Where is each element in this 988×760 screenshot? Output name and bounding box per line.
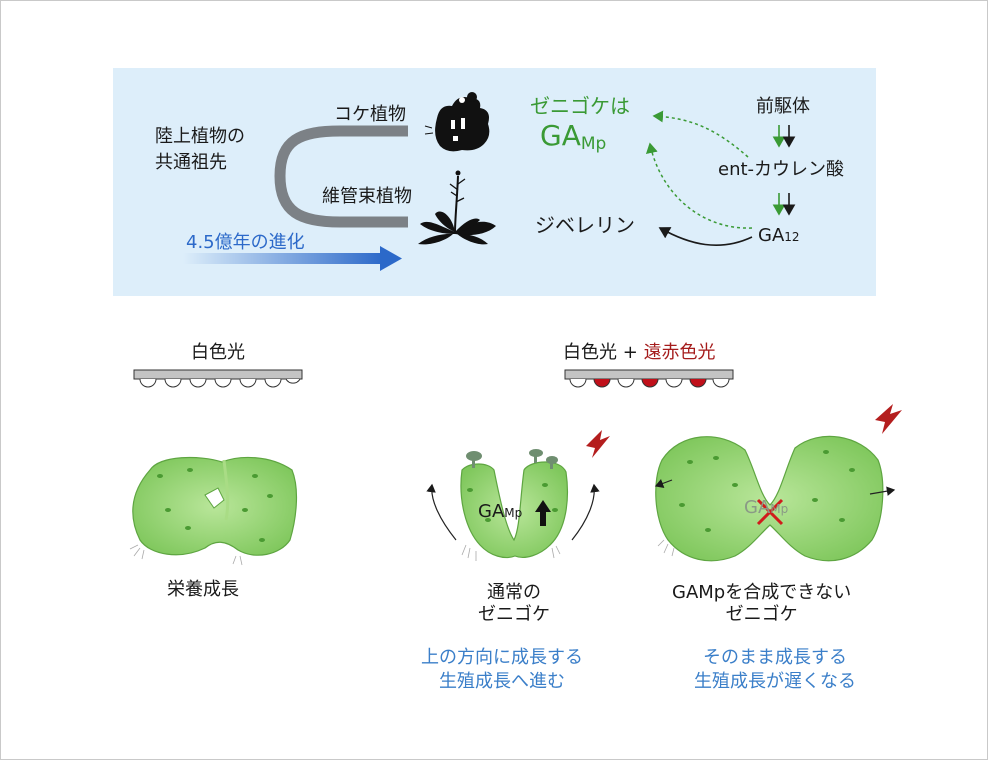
vegetative-growth-label: 栄養成長	[167, 579, 239, 600]
gibberellin-label: ジベレリン	[535, 213, 635, 237]
mutant-ga-mp-label: GAMp	[744, 497, 789, 518]
mutant-result-label: そのまま成長する 生殖成長が遅くなる	[694, 647, 856, 692]
moss-icon	[424, 92, 490, 152]
moss-label: コケ植物	[334, 104, 406, 125]
normal-liverwort-label: 通常の ゼニゴケ	[478, 582, 550, 625]
vegetative-thallus	[129, 456, 298, 566]
common-ancestor-label: 陸上植物の 共通祖先	[155, 126, 245, 173]
ga12-label: GA12	[758, 225, 800, 246]
normal-result-label: 上の方向に成長する 生殖成長へ進む	[421, 647, 583, 692]
precursor-label: 前駆体	[756, 96, 810, 117]
evolution-arrow	[183, 246, 402, 271]
white-farred-light-label: 白色光 + 遠赤色光	[563, 342, 716, 363]
phylogeny-tree	[185, 125, 408, 228]
thallus-ga-mp-label: GAMp	[478, 501, 523, 522]
vascular-plant-icon	[418, 170, 496, 245]
lightning-icon	[586, 430, 610, 458]
kaurenoic-acid-label: ent-カウレン酸	[718, 159, 845, 180]
biosynthesis-arrows	[645, 110, 796, 247]
normal-thallus	[426, 449, 600, 561]
white-light-bar	[133, 369, 303, 388]
white-farred-light-bar	[564, 369, 734, 388]
vascular-plant-label: 維管束植物	[322, 186, 412, 207]
ga-mp-label: GAMp	[540, 119, 607, 154]
lightning-icon	[875, 404, 902, 434]
liverwort-ga-label: ゼニゴケは	[530, 94, 630, 118]
white-light-label: 白色光	[191, 342, 245, 363]
mutant-liverwort-label: GAMpを合成できない ゼニゴケ	[672, 582, 852, 625]
mutant-thallus	[654, 435, 896, 562]
evolution-label: 4.5億年の進化	[186, 232, 305, 253]
